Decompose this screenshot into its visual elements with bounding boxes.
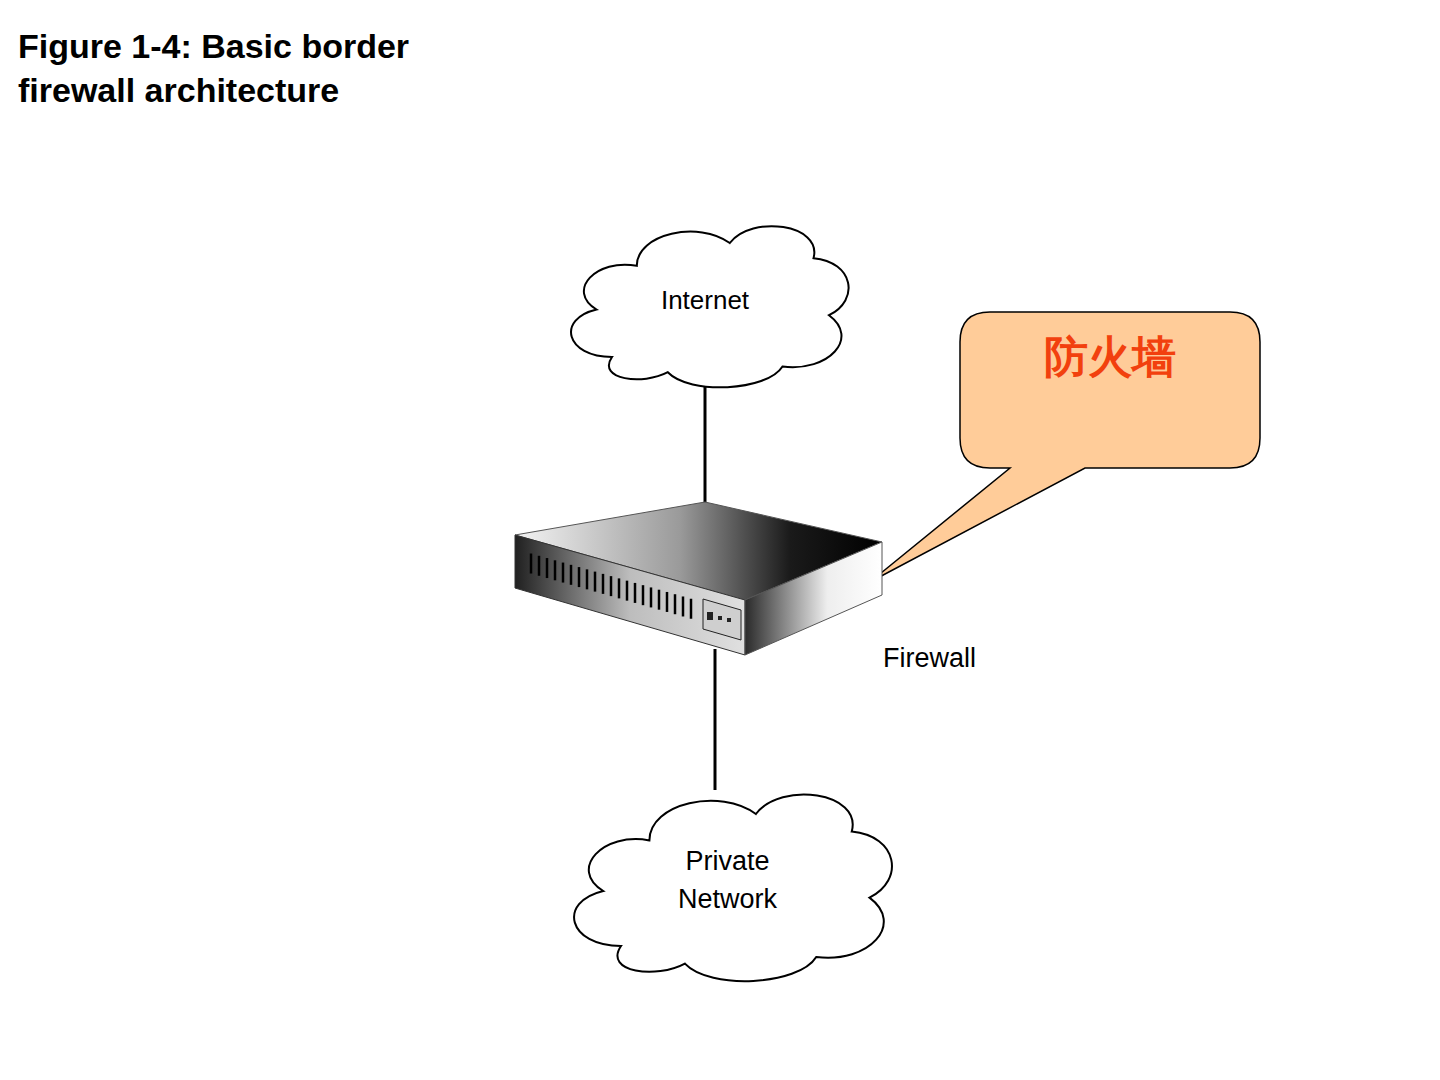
cloud-shape [550, 770, 905, 990]
cloud-node: Internet [550, 205, 860, 395]
cloud-label: Private Network [653, 842, 803, 918]
cloud-node: Private Network [550, 770, 905, 990]
text-holder: Private Network [550, 770, 905, 990]
text-holder: Firewall [883, 641, 976, 675]
firewall-device [515, 500, 882, 655]
network-link [714, 649, 717, 790]
text-holder: Internet [550, 205, 860, 395]
cloud-label: Internet [661, 284, 749, 316]
callout-label: 防火墙 [1044, 331, 1176, 382]
device-label: Firewall [883, 643, 976, 673]
text-holder: 防火墙 [960, 330, 1260, 384]
firewall-node: Firewall [515, 500, 882, 655]
figure-title: Figure 1-4: Basic border firewall archit… [18, 24, 518, 112]
network-link [704, 385, 707, 504]
callout-node: 防火墙 [960, 312, 1260, 468]
